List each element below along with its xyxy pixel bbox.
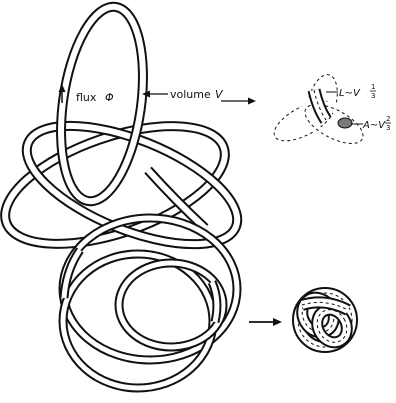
volume-label: volume <box>170 88 211 101</box>
volume-pointer-arrow-icon <box>142 90 168 98</box>
cross-section-shading <box>337 117 353 129</box>
area-exponent-denominator: 3 <box>386 124 390 132</box>
flux-symbol: Φ <box>105 91 114 104</box>
volume-symbol: V <box>215 88 224 101</box>
length-scaling-label: L~V <box>339 88 361 99</box>
interlinked-rings <box>58 213 242 393</box>
compact-coiled-knot <box>292 287 358 353</box>
flux-label: flux <box>76 91 97 104</box>
length-exponent-denominator: 3 <box>371 92 375 100</box>
bottom-transition-arrow-icon <box>249 318 282 326</box>
trefoil-flux-tube <box>0 1 243 250</box>
length-exponent-numerator: 1 <box>371 83 375 91</box>
area-scaling-label: A~V <box>362 120 386 131</box>
area-exponent-numerator: 2 <box>386 115 390 123</box>
tight-trefoil-knot <box>269 70 368 148</box>
top-transition-arrow-icon <box>221 97 256 105</box>
flux-arrow-icon <box>58 84 66 103</box>
